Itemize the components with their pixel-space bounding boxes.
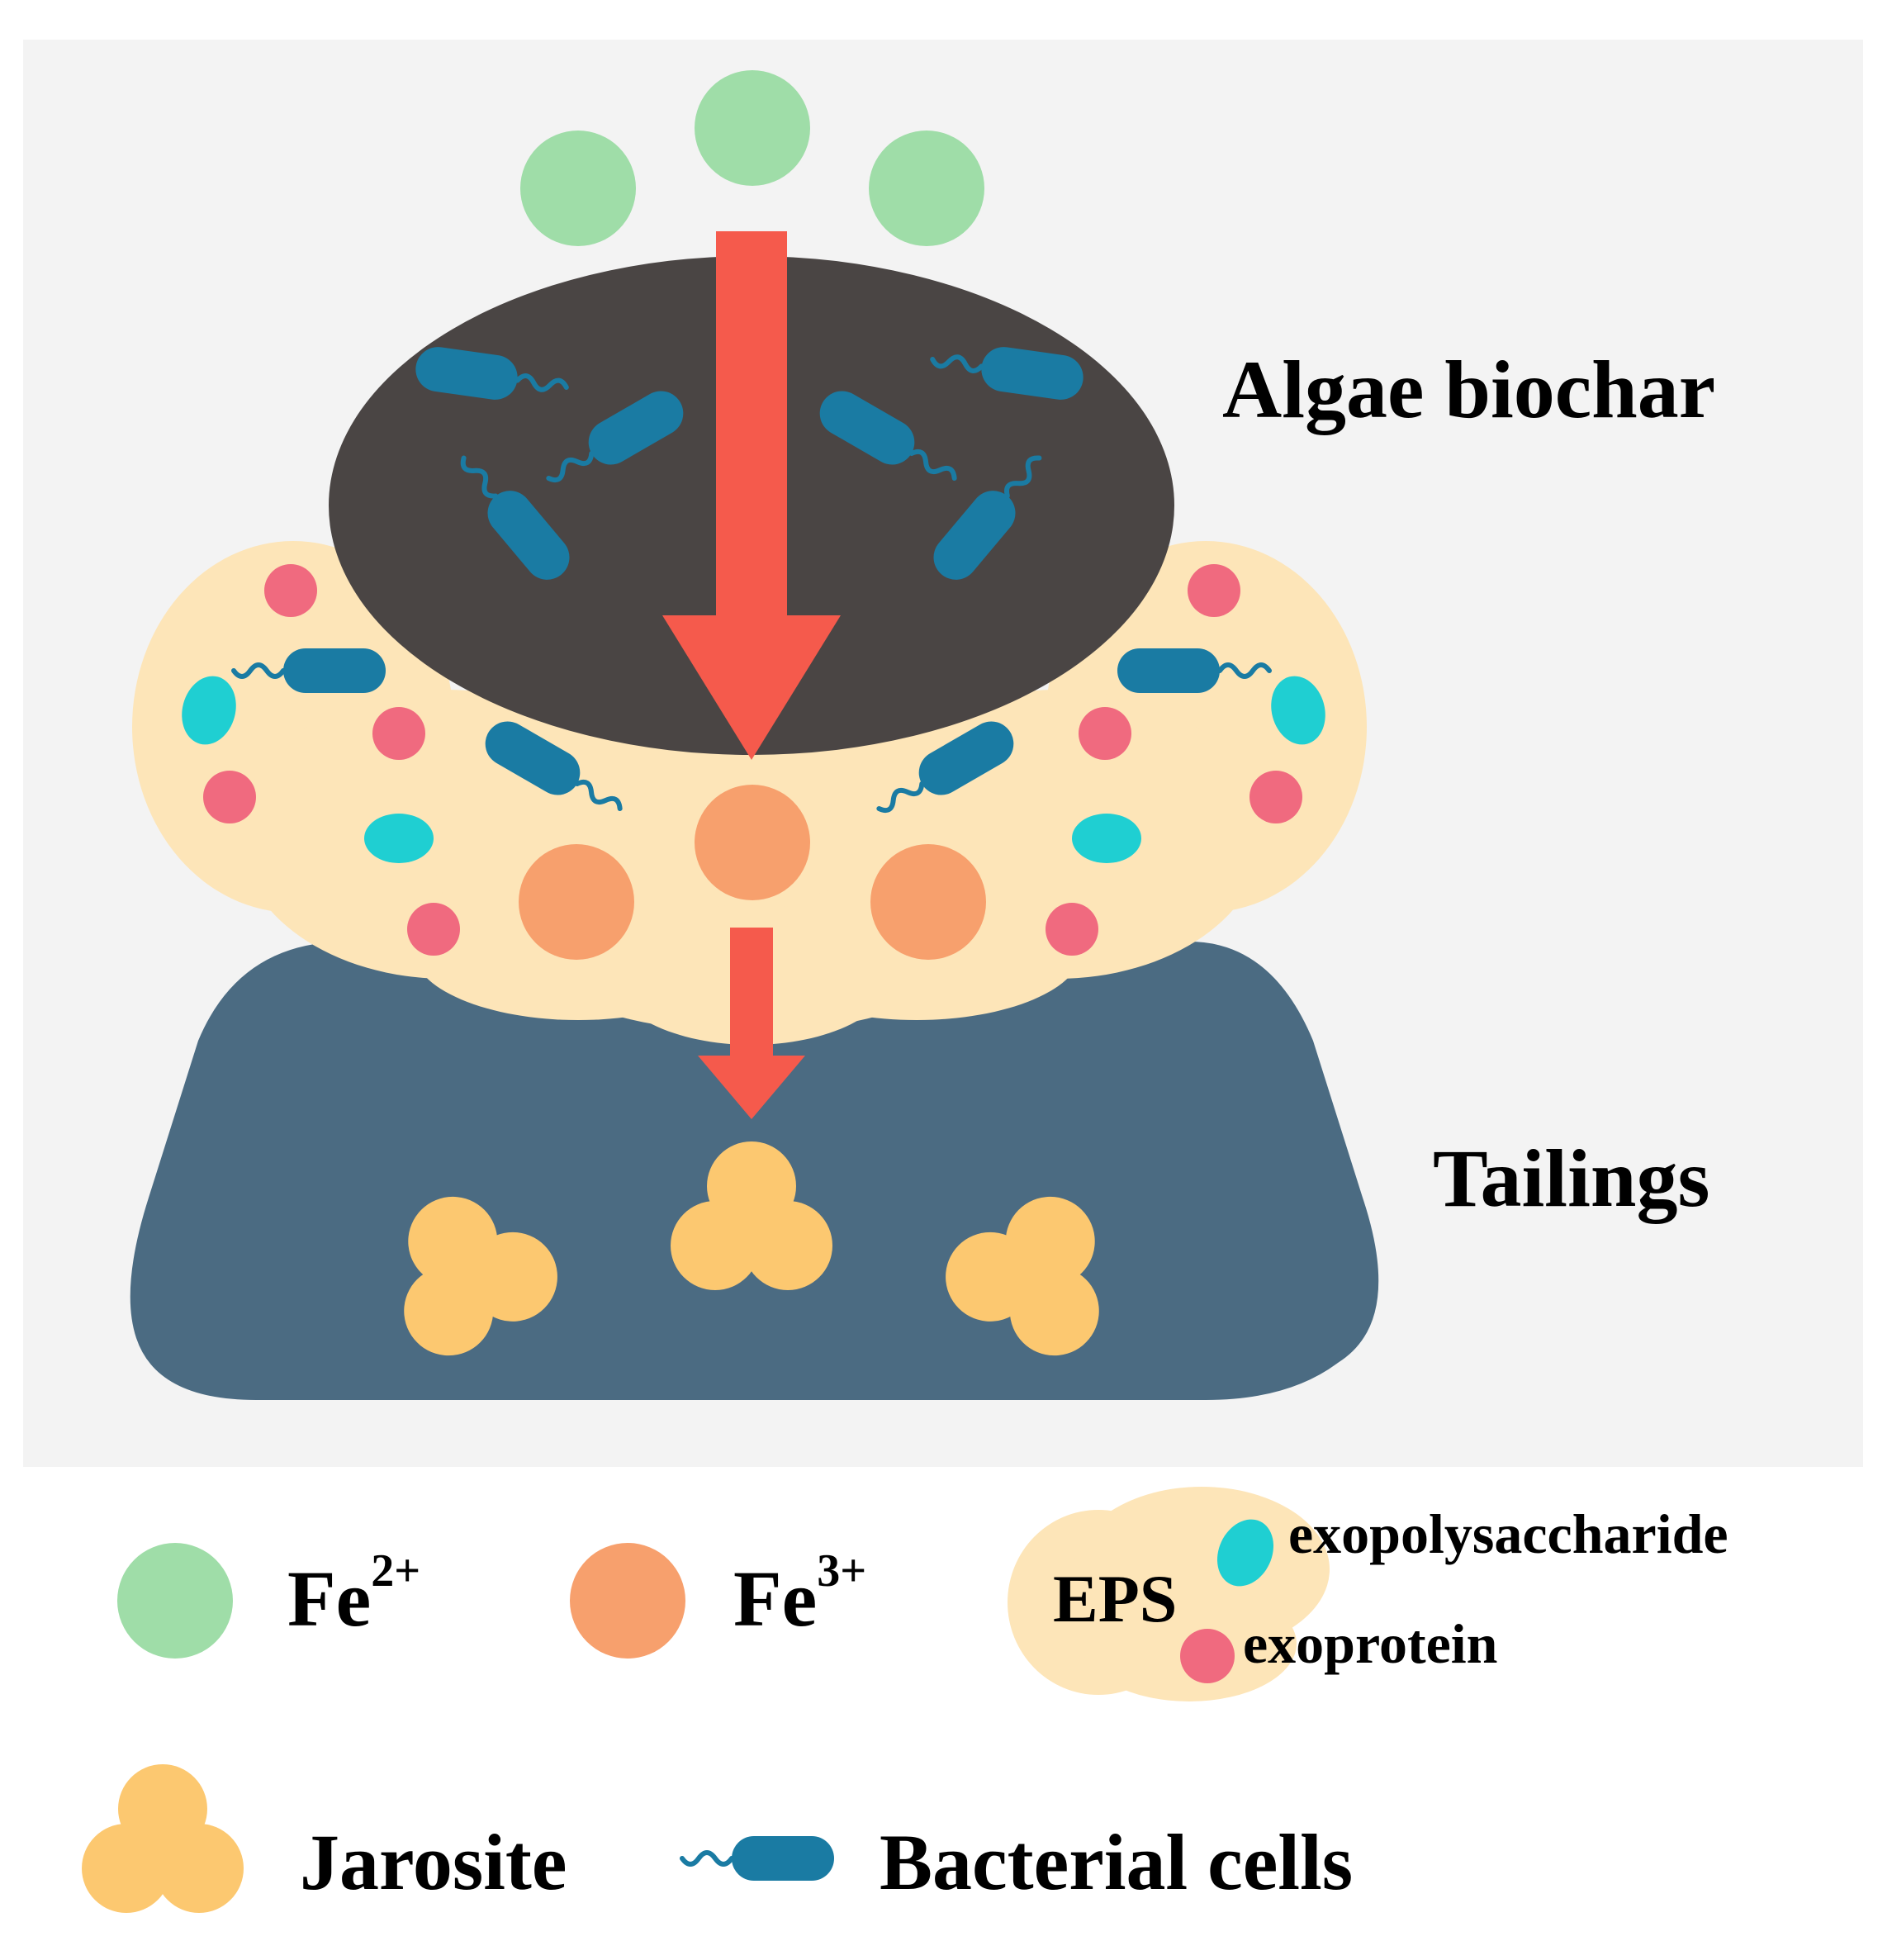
fe3-ion-icon [570, 1543, 685, 1659]
legend-fe2-sup: 2+ [371, 1545, 420, 1597]
fe2-ion-icon [695, 70, 810, 186]
legend-bacterial-cells: Bacterial cells [682, 1818, 1353, 1906]
legend-fe3: Fe3+ [570, 1543, 866, 1659]
legend-exoprotein-label: exoprotein [1243, 1612, 1498, 1675]
legend: Fe2+ Fe3+ EPS exopolysaccharide exoprote… [82, 1487, 1728, 1913]
exoprotein-icon [1180, 1629, 1235, 1683]
bacterial-cell-icon [682, 1836, 834, 1881]
fe2-ions [520, 70, 984, 246]
legend-fe2-label: Fe2+ [287, 1545, 420, 1643]
exopolysaccharide-icon [1216, 1519, 1274, 1587]
fe2-ion-icon [520, 131, 636, 246]
legend-fe2: Fe2+ [117, 1543, 420, 1659]
legend-jarosite: Jarosite [82, 1764, 567, 1913]
flow-arrow-icon [698, 928, 805, 1119]
exopolysaccharide-ovals [182, 676, 1325, 863]
fe2-ion-icon [117, 1543, 233, 1659]
fe3-ion-icon [870, 844, 986, 960]
fe3-ion-icon [695, 785, 810, 900]
legend-fe3-sup: 3+ [817, 1545, 866, 1597]
legend-fe2-base: Fe [287, 1554, 371, 1643]
algae-biochar-label: Algae biochar [1222, 344, 1715, 435]
exoprotein-dots [203, 564, 1302, 956]
legend-fe3-label: Fe3+ [733, 1545, 866, 1643]
fe2-ion-icon [869, 131, 984, 246]
legend-exopolysaccharide-label: exopolysaccharide [1288, 1502, 1728, 1565]
legend-bacterial-cells-label: Bacterial cells [880, 1818, 1353, 1906]
legend-eps: EPS exopolysaccharide exoprotein [1008, 1487, 1728, 1701]
tailings-label: Tailings [1433, 1132, 1709, 1224]
fe3-ion-icon [519, 844, 634, 960]
legend-jarosite-label: Jarosite [300, 1818, 567, 1906]
fe3-ions [519, 785, 986, 960]
legend-eps-label: EPS [1053, 1561, 1177, 1636]
jarosite-icon [82, 1764, 244, 1913]
flow-arrow-icon [662, 231, 841, 760]
legend-fe3-base: Fe [733, 1554, 817, 1643]
